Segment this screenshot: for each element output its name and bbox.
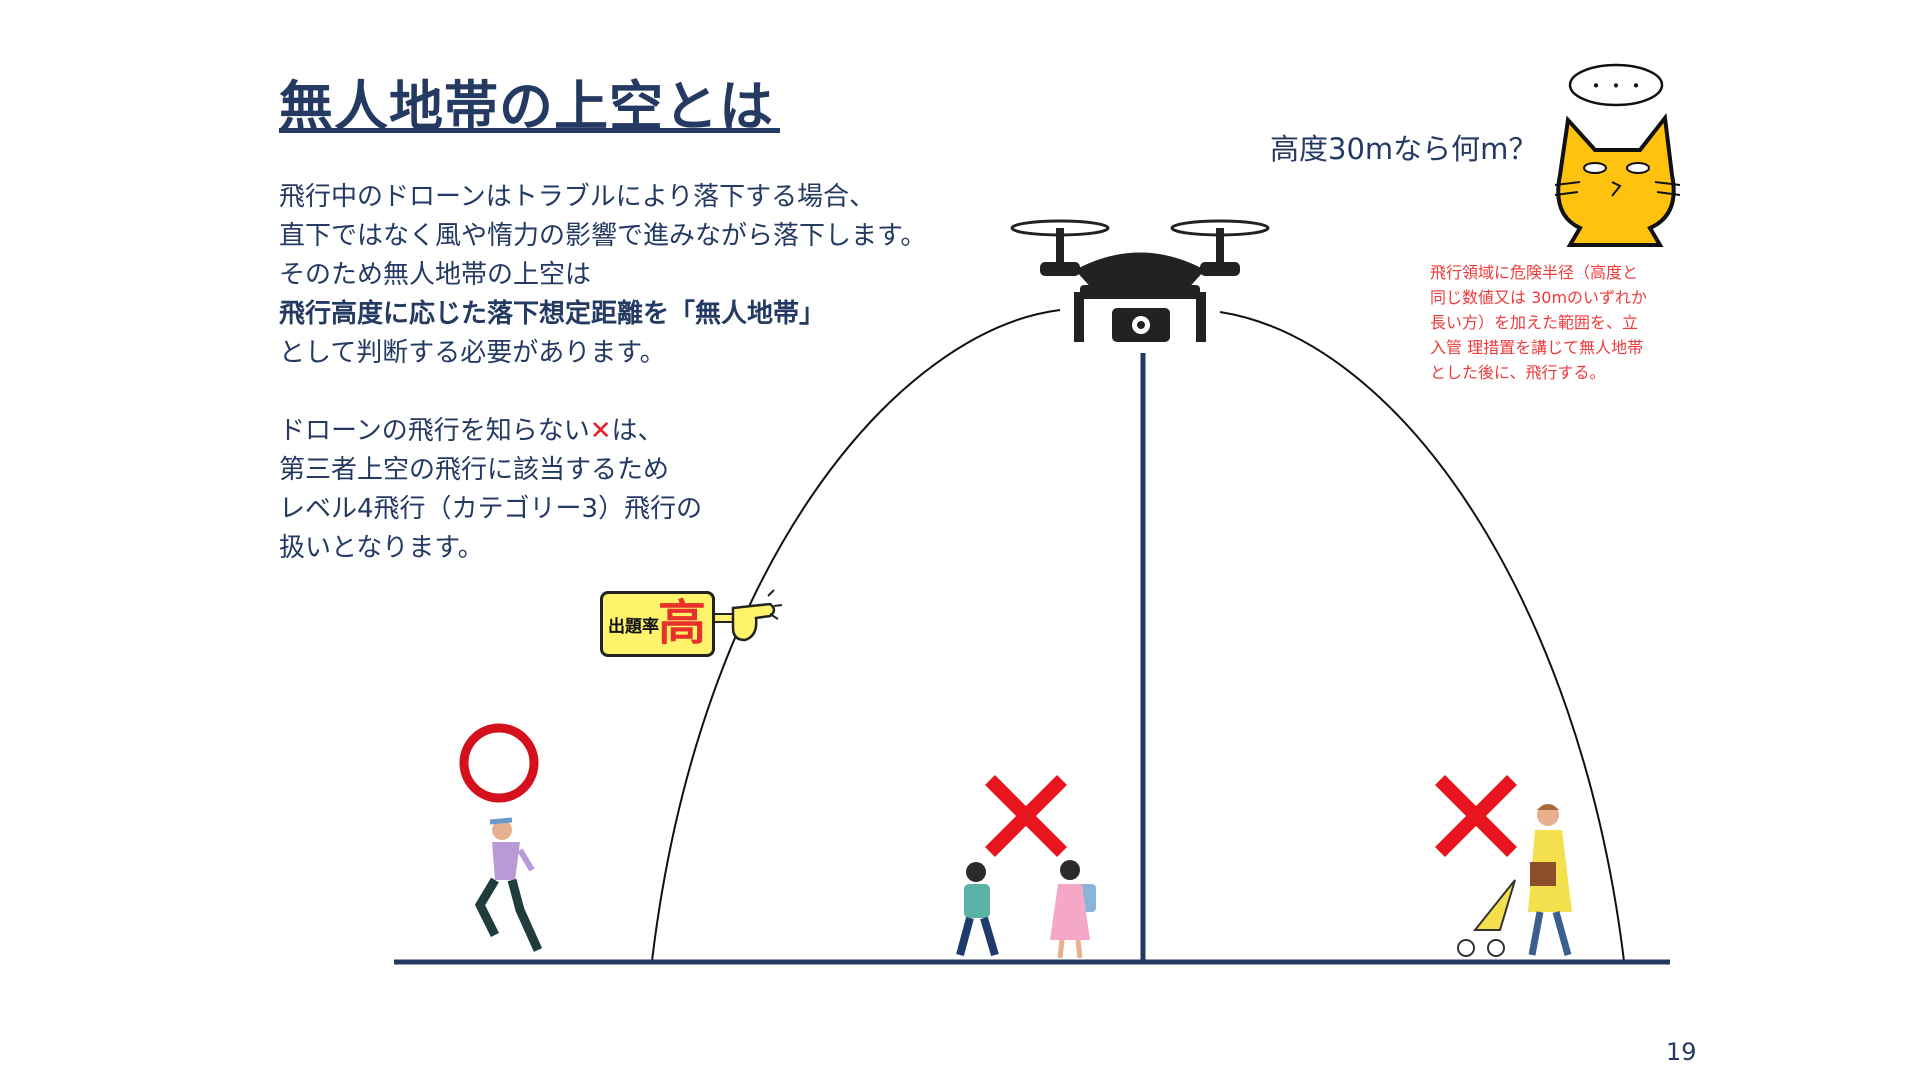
cross-mark-icon: ✕ <box>589 416 612 446</box>
fall-range-arc <box>1219 311 1625 962</box>
note-line: 長い方）を加えた範囲を、立 <box>1430 313 1639 332</box>
schoolchild-girl-icon <box>1050 860 1096 959</box>
emphasis-line: 飛行高度に応じた落下想定距離を「無人地帯」 <box>279 299 826 329</box>
drone-icon <box>1010 219 1270 342</box>
ng-cross-icon <box>985 775 1067 857</box>
frequency-badge <box>600 591 715 657</box>
explanation-paragraph: 飛行中のドローンはトラブルにより落下する場合、 直下ではなく風や惰力の影響で進み… <box>279 178 926 373</box>
text-segment: は、 <box>611 416 664 446</box>
fall-range-arc <box>651 309 1061 962</box>
note-line: とした後に、飛行する。 <box>1430 363 1606 382</box>
text-line: レベル4飛行（カテゴリー3）飛行の <box>279 494 703 524</box>
schoolchild-boy-icon <box>956 862 999 957</box>
regulation-note: 飛行領域に危険半径（高度と 同じ数値又は 30mのいずれか 長い方）を加えた範囲… <box>1430 260 1647 385</box>
note-line: 飛行領域に危険半径（高度と <box>1430 263 1639 282</box>
note-line: 入管 理措置を講じて無人地帯 <box>1430 338 1644 357</box>
badge-emphasis: 高 <box>658 595 707 651</box>
question-text: 高度30mなら何m？ <box>1270 132 1538 166</box>
page-number: 19 <box>1666 1038 1697 1066</box>
text-line: ドローンの飛行を知らない✕は、 <box>279 412 702 451</box>
cat-character-icon <box>1554 112 1681 247</box>
parent-with-stroller-icon <box>1457 804 1572 957</box>
page-title: 無人地帯の上空とは <box>279 75 774 138</box>
text-line: そのため無人地帯の上空は <box>279 260 592 290</box>
text-segment: ドローンの飛行を知らない <box>279 416 590 446</box>
text-line: 扱いとなります。 <box>279 533 484 563</box>
ng-cross-icon <box>1435 775 1517 857</box>
text-line: 飛行中のドローンはトラブルにより落下する場合、 <box>279 182 876 212</box>
text-line: として判断する必要があります。 <box>279 338 666 368</box>
ok-circle-icon <box>459 723 539 803</box>
note-line: 同じ数値又は 30mのいずれか <box>1430 288 1648 307</box>
third-party-paragraph: ドローンの飛行を知らない✕は、 第三者上空の飛行に該当するため レベル4飛行（カ… <box>279 412 702 568</box>
text-line: 第三者上空の飛行に該当するため <box>279 455 670 485</box>
title-underline <box>279 128 780 133</box>
runner-person-icon <box>474 817 543 952</box>
badge-label: 出題率 <box>608 617 659 637</box>
thought-bubble-dots: ・・・ <box>1586 74 1646 98</box>
thought-bubble <box>1568 63 1664 107</box>
text-line: 直下ではなく風や惰力の影響で進みながら落下します。 <box>279 221 927 251</box>
pointing-hand-icon <box>712 589 783 642</box>
